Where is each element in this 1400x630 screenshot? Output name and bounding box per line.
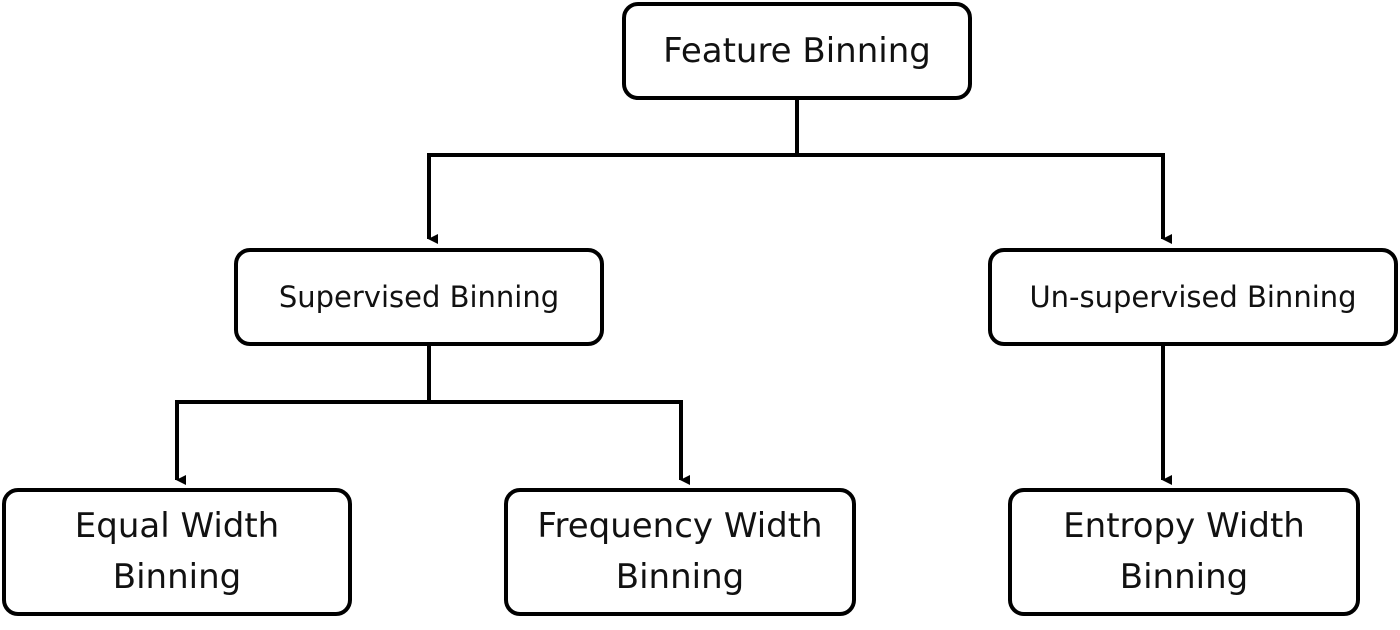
supervised-children-connector [175, 344, 683, 404]
feature-binning-label: Feature Binning [663, 31, 931, 71]
equal-width-binning-node: Equal Width Binning [2, 488, 352, 616]
frequency-width-binning-line-1: Frequency Width [537, 506, 823, 546]
feature-binning-node: Feature Binning [622, 2, 972, 100]
unsupervised-binning-node: Un-supervised Binning [988, 248, 1398, 346]
equal-width-binning-line-2: Binning [112, 557, 242, 597]
unsupervised-binning-label: Un-supervised Binning [1029, 280, 1357, 314]
root-to-categories-connector [427, 98, 1165, 157]
equal-width-binning-text: Equal Width Binning [75, 501, 279, 603]
entropy-width-binning-node: Entropy Width Binning [1008, 488, 1360, 616]
entropy-width-binning-line-2: Binning [1119, 557, 1249, 597]
frequency-width-binning-line-2: Binning [615, 557, 745, 597]
entropy-width-binning-text: Entropy Width Binning [1063, 501, 1305, 603]
frequency-width-binning-node: Frequency Width Binning [504, 488, 856, 616]
frequency-width-binning-text: Frequency Width Binning [537, 501, 822, 603]
equal-width-binning-line-1: Equal Width [74, 506, 280, 546]
supervised-binning-label: Supervised Binning [278, 280, 560, 314]
supervised-binning-node: Supervised Binning [234, 248, 604, 346]
entropy-width-binning-line-1: Entropy Width [1063, 506, 1305, 546]
